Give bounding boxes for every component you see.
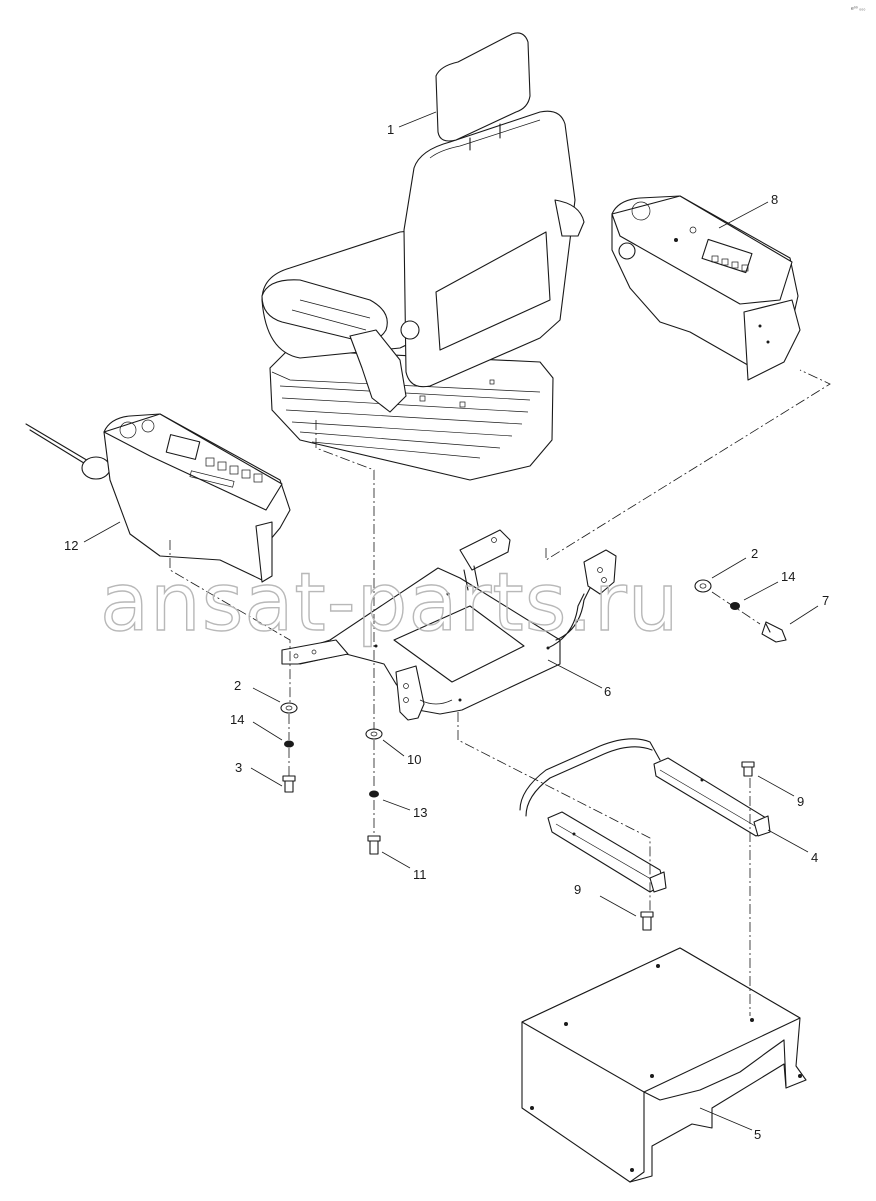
callout-labels: 1 2 2 3 4 5 6 7 8 9 9 10 11 12 13 14 14: [64, 122, 829, 1142]
callout-6: 6: [604, 684, 611, 699]
base-pedestal: [521, 947, 807, 1183]
callout-3: 3: [235, 760, 242, 775]
callout-12: 12: [64, 538, 78, 553]
callout-10: 10: [407, 752, 421, 767]
leader-lines: [83, 111, 819, 1131]
seat-assembly: [261, 32, 585, 481]
callout-2-right: 2: [751, 546, 758, 561]
callout-13: 13: [413, 805, 427, 820]
callout-9-left: 9: [574, 882, 581, 897]
callout-14-right: 14: [781, 569, 795, 584]
alignment-lines: [169, 369, 831, 1016]
callout-14-left: 14: [230, 712, 244, 727]
right-control-console: [611, 195, 801, 381]
callout-5: 5: [754, 1127, 761, 1142]
left-control-console: [25, 413, 291, 583]
callout-8: 8: [771, 192, 778, 207]
corner-mark: e⁰⁰ ₀₀₀: [851, 6, 865, 12]
callout-2-left: 2: [234, 678, 241, 693]
callout-4: 4: [811, 850, 818, 865]
seat-slide-rails: [519, 738, 771, 893]
callout-7: 7: [822, 593, 829, 608]
watermark: ansat-parts.ru: [100, 556, 679, 649]
fasteners: [280, 579, 787, 931]
callout-1: 1: [387, 122, 394, 137]
callout-11: 11: [413, 867, 427, 882]
mounting-plate: [281, 529, 617, 721]
callout-9-right: 9: [797, 794, 804, 809]
